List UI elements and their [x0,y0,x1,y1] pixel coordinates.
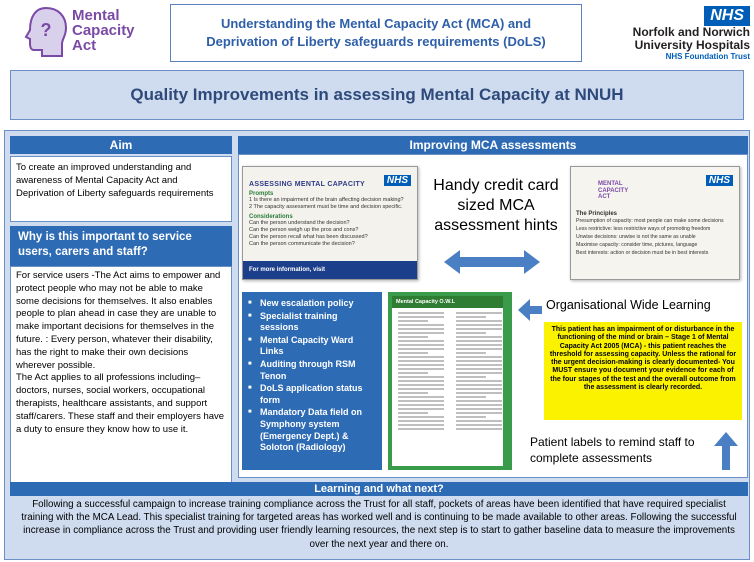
list-item: Specialist training sessions [248,311,376,334]
principles-card: NHS MENTAL CAPACITY ACT The Principles P… [570,166,740,280]
list-item: New escalation policy [248,298,376,310]
page-title: Quality Improvements in assessing Mental… [10,70,744,120]
list-item: DoLS application status form [248,383,376,406]
why-para-1: For service users -The Act aims to empow… [16,270,221,371]
card2-mca-logo: MENTAL CAPACITY ACT [598,181,629,200]
header-title: Understanding the Mental Capacity Act (M… [170,4,582,62]
owl-label: Organisational Wide Learning [546,298,711,312]
nhs-logo: NHS Norfolk and Norwich University Hospi… [632,6,750,61]
improving-heading: Improving MCA assessments [238,136,748,154]
aim-text: To create an improved understanding and … [10,156,232,222]
left-arrow-icon [518,299,542,321]
svg-text:?: ? [41,20,52,40]
card-nhs-badge: NHS [383,175,411,186]
learning-text: Following a successful campaign to incre… [10,496,748,558]
up-arrow-icon [714,432,738,470]
nhs-badge: NHS [704,6,750,26]
owl-newsletter: Mental Capacity O.W.L [388,292,512,470]
patient-labels-text: Patient labels to remind staff to comple… [530,435,695,465]
double-arrow-icon [444,250,540,274]
patient-label-sample: This patient has an impairment of or dis… [544,322,742,420]
aim-heading: Aim [10,136,232,154]
card-footer: For more information, visit [243,261,417,279]
why-text: For service users -The Act aims to empow… [10,266,232,486]
list-item: Mental Capacity Ward Links [248,335,376,358]
learning-heading: Learning and what next? [10,482,748,496]
why-para-2: The Act applies to all professions inclu… [16,372,225,435]
owl-title: Mental Capacity O.W.L [392,296,508,308]
head-profile-icon: ? [24,6,68,57]
mca-logo-words: Mental Capacity Act [72,7,135,54]
mca-logo: ? Mental Capacity Act [6,4,156,64]
why-heading: Why is this important to service users, … [10,226,232,266]
assessing-capacity-card: NHS ASSESSING MENTAL CAPACITY Prompts 1 … [242,166,418,280]
improvements-list: New escalation policy Specialist trainin… [242,292,382,470]
card-title: ASSESSING MENTAL CAPACITY [249,181,366,188]
list-item: Auditing through RSM Tenon [248,359,376,382]
list-item: Mandatory Data field on Symphony system … [248,407,376,453]
card2-nhs-badge: NHS [705,175,733,186]
handy-card-text: Handy credit card sized MCA assessment h… [433,177,559,234]
